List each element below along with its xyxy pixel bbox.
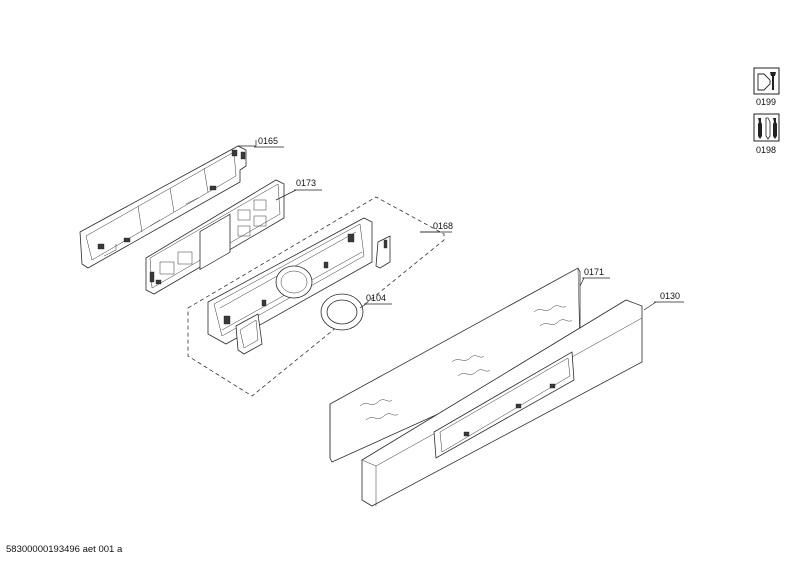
part-0104-ring[interactable] <box>320 293 364 331</box>
label-0130: 0130 <box>660 291 680 301</box>
part-0165-frame[interactable] <box>79 145 247 269</box>
group-0168-outline <box>187 196 445 397</box>
label-0104: 0104 <box>366 293 386 303</box>
label-0199: 0199 <box>756 97 776 107</box>
wrench-tool-icon[interactable] <box>753 67 780 95</box>
label-0173: 0173 <box>296 178 316 188</box>
label-0198: 0198 <box>756 145 776 155</box>
label-0165: 0165 <box>258 136 278 146</box>
label-0171: 0171 <box>584 267 604 277</box>
drawing-reference: 58300000193496 aet 001 a <box>6 544 123 555</box>
screw-set-icon[interactable] <box>753 113 780 142</box>
part-0130-front-panel[interactable] <box>361 299 643 507</box>
part-0173-circuit-board[interactable] <box>145 179 285 295</box>
leader-lines <box>238 140 684 311</box>
label-0168: 0168 <box>433 221 453 231</box>
part-0168-panel-frame[interactable] <box>207 217 391 355</box>
